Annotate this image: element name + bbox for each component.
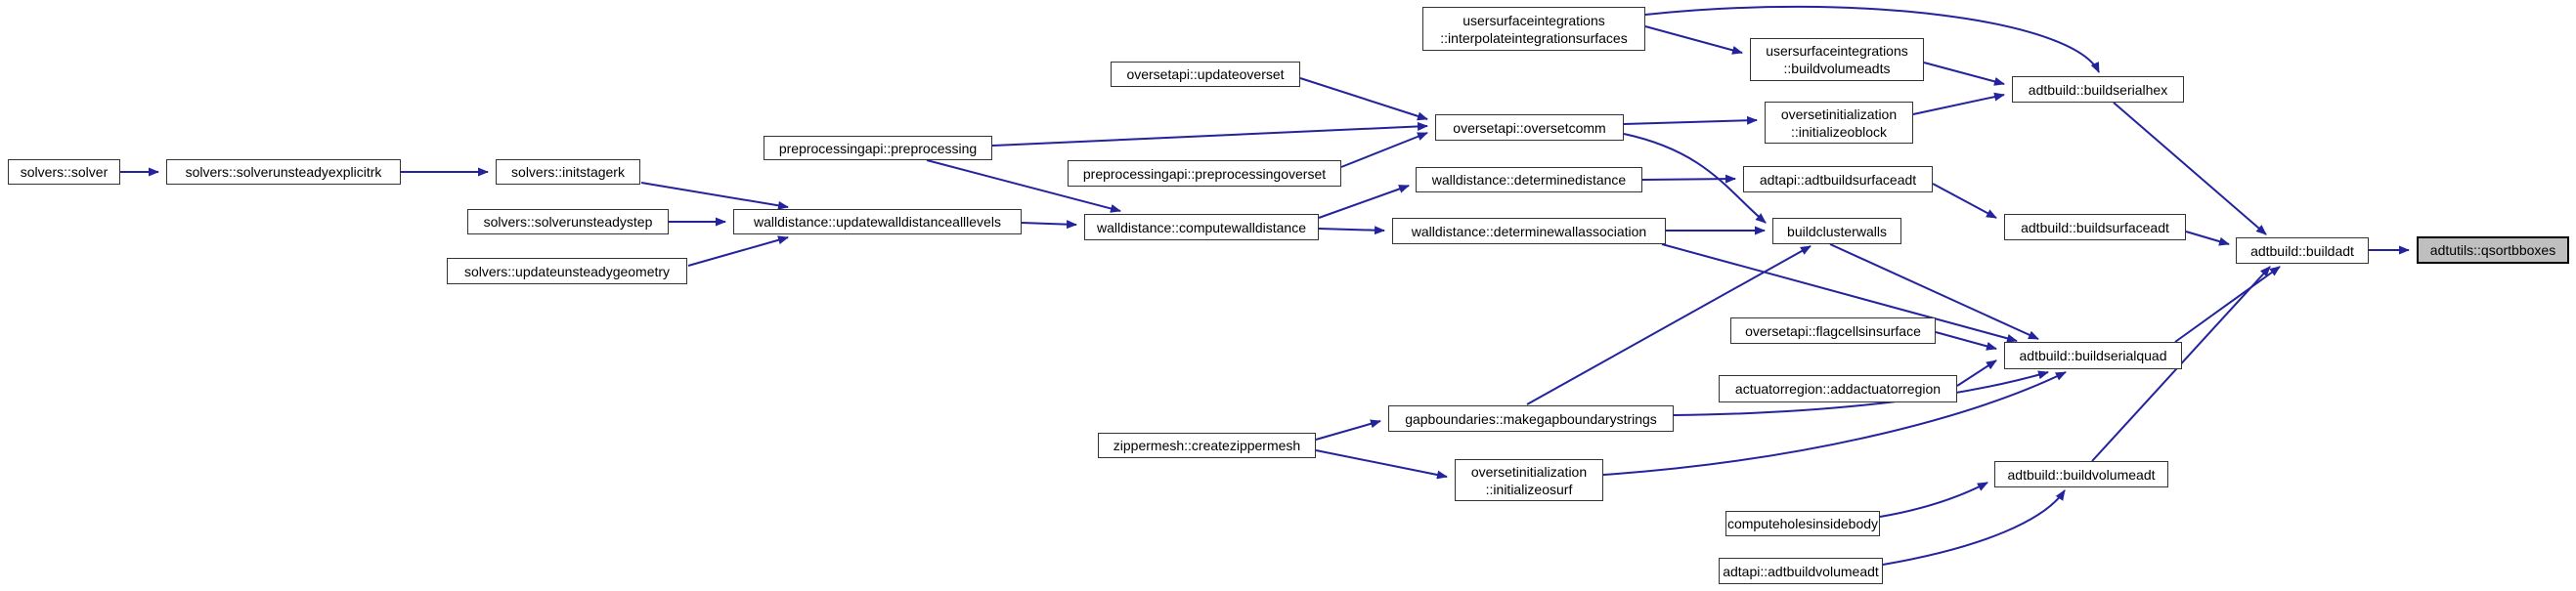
graph-node-buildvolumeadt[interactable]: adtbuild::buildvolumeadt xyxy=(1994,461,2168,487)
graph-node-updateunsteadygeometry[interactable]: solvers::updateunsteadygeometry xyxy=(447,258,687,284)
edge-initstagerk-to-updatewalldistancealllevels xyxy=(640,182,789,210)
graph-node-preprocessingoverset[interactable]: preprocessingapi::preprocessingoverset xyxy=(1068,160,1341,187)
graph-node-label: oversetapi::flagcellsinsurface xyxy=(1745,322,1921,339)
graph-node-updateoverset[interactable]: oversetapi::updateoverset xyxy=(1111,62,1300,87)
edges-group xyxy=(120,5,2410,566)
graph-node-label: ::initializeoblock xyxy=(1790,123,1888,140)
graph-node-buildserialquad[interactable]: adtbuild::buildserialquad xyxy=(2004,342,2182,369)
graph-node-label: actuatorregion::addactuatorregion xyxy=(1734,381,1942,397)
graph-node-oversetcomm[interactable]: oversetapi::oversetcomm xyxy=(1435,114,1624,141)
graph-node-label: adtbuild::buildserialhex xyxy=(2028,81,2168,98)
edge-makegapboundarystrings-to-buildclusterwalls xyxy=(1526,245,1812,405)
graph-node-label: ::initializeosurf xyxy=(1485,481,1573,497)
graph-node-label: oversetapi::oversetcomm xyxy=(1453,119,1606,136)
graph-node-label: adtbuild::buildsurfaceadt xyxy=(2021,219,2169,235)
graph-node-solverunsteadyexplicitrk[interactable]: solvers::solverunsteadyexplicitrk xyxy=(166,159,401,185)
graph-node-label: solvers::solver xyxy=(20,164,109,180)
edge-computewalldistance-to-determinedistance xyxy=(1318,185,1410,219)
graph-node-label: walldistance::updatewalldistancealllevel… xyxy=(754,214,1001,230)
graph-node-label: preprocessingapi::preprocessing xyxy=(778,140,978,156)
edge-initializeoblock-to-buildserialhex xyxy=(1912,92,2005,115)
edge-updatewalldistancealllevels-to-computewalldistance xyxy=(1021,220,1077,230)
graph-node-buildclusterwalls[interactable]: buildclusterwalls xyxy=(1772,218,1901,244)
edge-preprocessingoverset-to-oversetcomm xyxy=(1340,132,1428,168)
graph-node-label: solvers::updateunsteadygeometry xyxy=(463,263,671,279)
graph-node-determinedistance[interactable]: walldistance::determinedistance xyxy=(1416,167,1642,192)
graph-node-label: usersurfaceintegrations xyxy=(1766,43,1908,59)
graph-node-label: solvers::solverunsteadyexplicitrk xyxy=(185,164,382,180)
graph-node-solver[interactable]: solvers::solver xyxy=(8,159,120,185)
edge-flagcellsinsurface-to-buildserialquad xyxy=(1935,331,1997,351)
graph-node-addactuatorregion[interactable]: actuatorregion::addactuatorregion xyxy=(1719,375,1957,402)
edge-adtbuildvolumeadt-to-buildvolumeadt xyxy=(1882,489,2066,566)
graph-node-buildadt[interactable]: adtbuild::buildadt xyxy=(2236,237,2369,264)
edge-oversetcomm-to-initializeoblock xyxy=(1623,115,1758,125)
edge-interpolateintegrationsurfaces-to-buildserialhex xyxy=(1644,5,2100,73)
graph-node-solverunsteadystep[interactable]: solvers::solverunsteadystep xyxy=(467,209,669,234)
graph-node-initializeoblock[interactable]: oversetinitialization::initializeoblock xyxy=(1765,102,1913,144)
graph-node-label: adtbuild::buildserialquad xyxy=(2019,348,2167,363)
edge-buildsurfaceadt-to-buildadt xyxy=(2185,231,2230,246)
graph-node-label: walldistance::determinedistance xyxy=(1431,172,1627,188)
graph-node-computeholesinsidebody[interactable]: computeholesinsidebody xyxy=(1725,511,1880,536)
edge-buildvolumeadts-to-buildserialhex xyxy=(1923,62,2005,86)
edge-updateunsteadygeometry-to-updatewalldistancealllevels xyxy=(687,235,789,267)
graph-node-determinewallassociation[interactable]: walldistance::determinewallassociation xyxy=(1392,218,1666,244)
graph-node-initializeosurf[interactable]: oversetinitialization::initializeosurf xyxy=(1455,459,1603,501)
graph-node-initstagerk[interactable]: solvers::initstagerk xyxy=(496,159,640,185)
graph-node-interpolateintegrationsurfaces[interactable]: usersurfaceintegrations::interpolateinte… xyxy=(1422,7,1645,51)
edge-interpolateintegrationsurfaces-to-buildvolumeadts xyxy=(1644,25,1743,55)
graph-node-updatewalldistancealllevels[interactable]: walldistance::updatewalldistancealllevel… xyxy=(733,209,1022,234)
graph-node-label: oversetapi::updateoverset xyxy=(1126,66,1285,82)
graph-node-label: adtapi::adtbuildsurfaceadt xyxy=(1759,171,1917,188)
graph-node-label: walldistance::computewalldistance xyxy=(1097,219,1306,235)
graph-node-label: oversetinitialization xyxy=(1470,463,1588,480)
graph-node-label: solvers::solverunsteadystep xyxy=(483,214,653,230)
graph-node-flagcellsinsurface[interactable]: oversetapi::flagcellsinsurface xyxy=(1730,317,1936,344)
graph-node-label: gapboundaries::makegapboundarystrings xyxy=(1405,410,1657,427)
graph-node-qsortbboxes[interactable]: adtutils::qsortbboxes xyxy=(2417,236,2569,264)
edge-addactuatorregion-to-buildserialquad xyxy=(1956,359,1997,387)
edge-buildserialhex-to-buildadt xyxy=(2113,102,2267,235)
edge-buildclusterwalls-to-buildserialquad xyxy=(1829,243,2039,340)
edge-determinewallassociation-to-buildserialquad xyxy=(1661,243,2018,343)
graph-node-createzippermesh[interactable]: zippermesh::createzippermesh xyxy=(1098,433,1316,458)
edge-determinedistance-to-adtbuildsurfaceadt xyxy=(1641,174,1736,184)
graph-node-preprocessing[interactable]: preprocessingapi::preprocessing xyxy=(764,136,992,160)
graph-node-label: oversetinitialization xyxy=(1780,106,1898,122)
graph-node-label: adtutils::qsortbboxes xyxy=(2429,242,2556,258)
graph-node-computewalldistance[interactable]: walldistance::computewalldistance xyxy=(1084,214,1319,240)
graph-node-label: computeholesinsidebody xyxy=(1726,516,1879,531)
graph-node-label: adtbuild::buildadt xyxy=(2250,242,2354,259)
graph-node-buildsurfaceadt[interactable]: adtbuild::buildsurfaceadt xyxy=(2004,214,2186,240)
graph-node-label: zippermesh::createzippermesh xyxy=(1113,438,1301,453)
graph-node-label: adtbuild::buildvolumeadt xyxy=(2007,466,2156,483)
graph-node-adtbuildvolumeadt[interactable]: adtapi::adtbuildvolumeadt xyxy=(1719,558,1883,584)
edge-createzippermesh-to-initializeosurf xyxy=(1315,449,1448,480)
graph-node-label: adtapi::adtbuildvolumeadt xyxy=(1723,563,1879,579)
graph-node-label: solvers::initstagerk xyxy=(511,164,625,180)
edge-computewalldistance-to-determinewallassociation xyxy=(1318,226,1385,235)
edge-preprocessing-to-computewalldistance xyxy=(926,159,1121,213)
edge-updateoverset-to-oversetcomm xyxy=(1299,77,1428,121)
edge-initializeosurf-to-buildserialquad xyxy=(1602,371,2067,476)
graph-node-makegapboundarystrings[interactable]: gapboundaries::makegapboundarystrings xyxy=(1388,405,1674,432)
edge-computeholesinsidebody-to-buildvolumeadt xyxy=(1879,482,1988,518)
graph-node-label: buildclusterwalls xyxy=(1787,223,1887,239)
edge-oversetcomm-to-buildclusterwalls xyxy=(1623,133,1767,224)
graph-node-label: ::buildvolumeadts xyxy=(1783,61,1891,76)
graph-node-buildvolumeadts[interactable]: usersurfaceintegrations::buildvolumeadts xyxy=(1750,38,1924,81)
graph-node-adtbuildsurfaceadt[interactable]: adtapi::adtbuildsurfaceadt xyxy=(1743,166,1933,192)
graph-node-label: preprocessingapi::preprocessingoverset xyxy=(1082,165,1327,182)
graph-node-buildserialhex[interactable]: adtbuild::buildserialhex xyxy=(2012,76,2184,103)
edge-preprocessing-to-oversetcomm xyxy=(991,121,1428,147)
graph-node-label: ::interpolateintegrationsurfaces xyxy=(1440,29,1628,46)
edge-buildserialquad-to-buildadt xyxy=(2174,266,2281,343)
graph-node-label: usersurfaceintegrations xyxy=(1463,12,1605,28)
graph-node-label: walldistance::determinewallassociation xyxy=(1411,223,1647,239)
edge-adtbuildsurfaceadt-to-buildsurfaceadt xyxy=(1932,183,1997,219)
edge-createzippermesh-to-makegapboundarystrings xyxy=(1315,419,1381,441)
